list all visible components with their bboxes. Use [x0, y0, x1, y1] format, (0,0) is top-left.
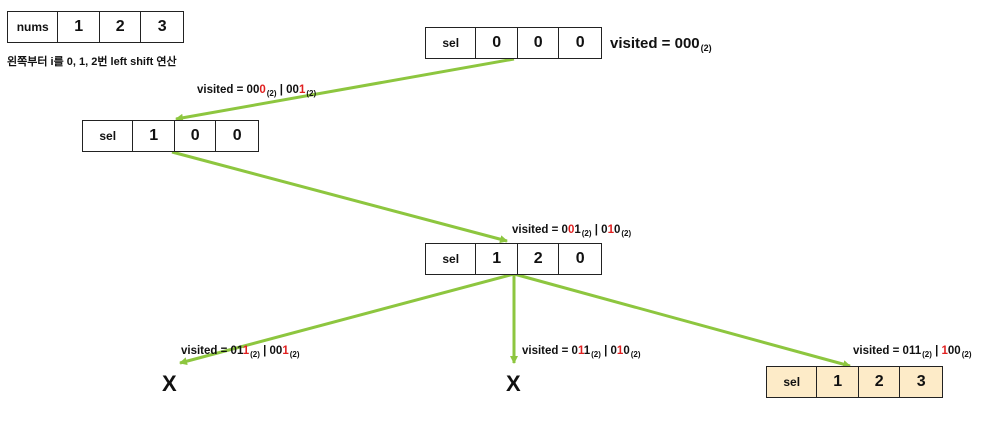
- node-cell: 0: [575, 34, 585, 51]
- node-cell: 0: [476, 28, 518, 58]
- nums-cell: 2: [100, 12, 142, 42]
- pruned-mark-mid: X: [506, 371, 521, 396]
- node-sel-label: sel: [426, 244, 477, 274]
- nums-array: nums 1 2 3: [7, 11, 184, 43]
- node-cell: 1: [817, 367, 859, 397]
- pruned-mark-left: X: [162, 371, 177, 396]
- visited-label-level1: visited = 000(2) | 001(2): [197, 84, 317, 98]
- visited-label-left: visited = 011(2) | 001(2): [181, 345, 300, 359]
- node-cell: 0: [232, 127, 242, 144]
- node-sel-label: sel: [83, 121, 134, 151]
- node-sel-label: sel: [767, 367, 818, 397]
- edge-root-to-l1: [175, 57, 515, 122]
- node-cell: 0: [518, 28, 560, 58]
- edge-l2-to-right: [513, 272, 851, 369]
- visited-label-level2: visited = 001(2) | 010(2): [512, 224, 632, 238]
- edge-l2-to-left: [179, 272, 515, 366]
- nums-label: nums: [8, 12, 59, 42]
- node-sel-label: sel: [426, 28, 477, 58]
- node-cell: 0: [175, 121, 217, 151]
- shift-note: 왼쪽부터 i를 0, 1, 2번 left shift 연산: [7, 56, 177, 68]
- node-cell: 2: [859, 367, 901, 397]
- node-cell: 2: [518, 244, 560, 274]
- visited-label-root: visited = 000(2): [610, 35, 712, 53]
- node-cell: 1: [133, 121, 175, 151]
- nums-cell: 1: [58, 12, 100, 42]
- node-cell: 3: [916, 373, 926, 390]
- node-cell: 0: [575, 250, 585, 267]
- node-root: sel 0 0 0: [425, 27, 602, 59]
- node-level2: sel 1 2 0: [425, 243, 602, 275]
- edge-l1-to-l2: [171, 150, 508, 244]
- node-level1: sel 1 0 0: [82, 120, 259, 152]
- node-final: sel 1 2 3: [766, 366, 943, 398]
- visited-label-right: visited = 011(2) | 100(2): [853, 345, 972, 359]
- visited-label-mid: visited = 011(2) | 010(2): [522, 345, 641, 359]
- node-cell: 1: [476, 244, 518, 274]
- nums-cell: 3: [157, 18, 167, 35]
